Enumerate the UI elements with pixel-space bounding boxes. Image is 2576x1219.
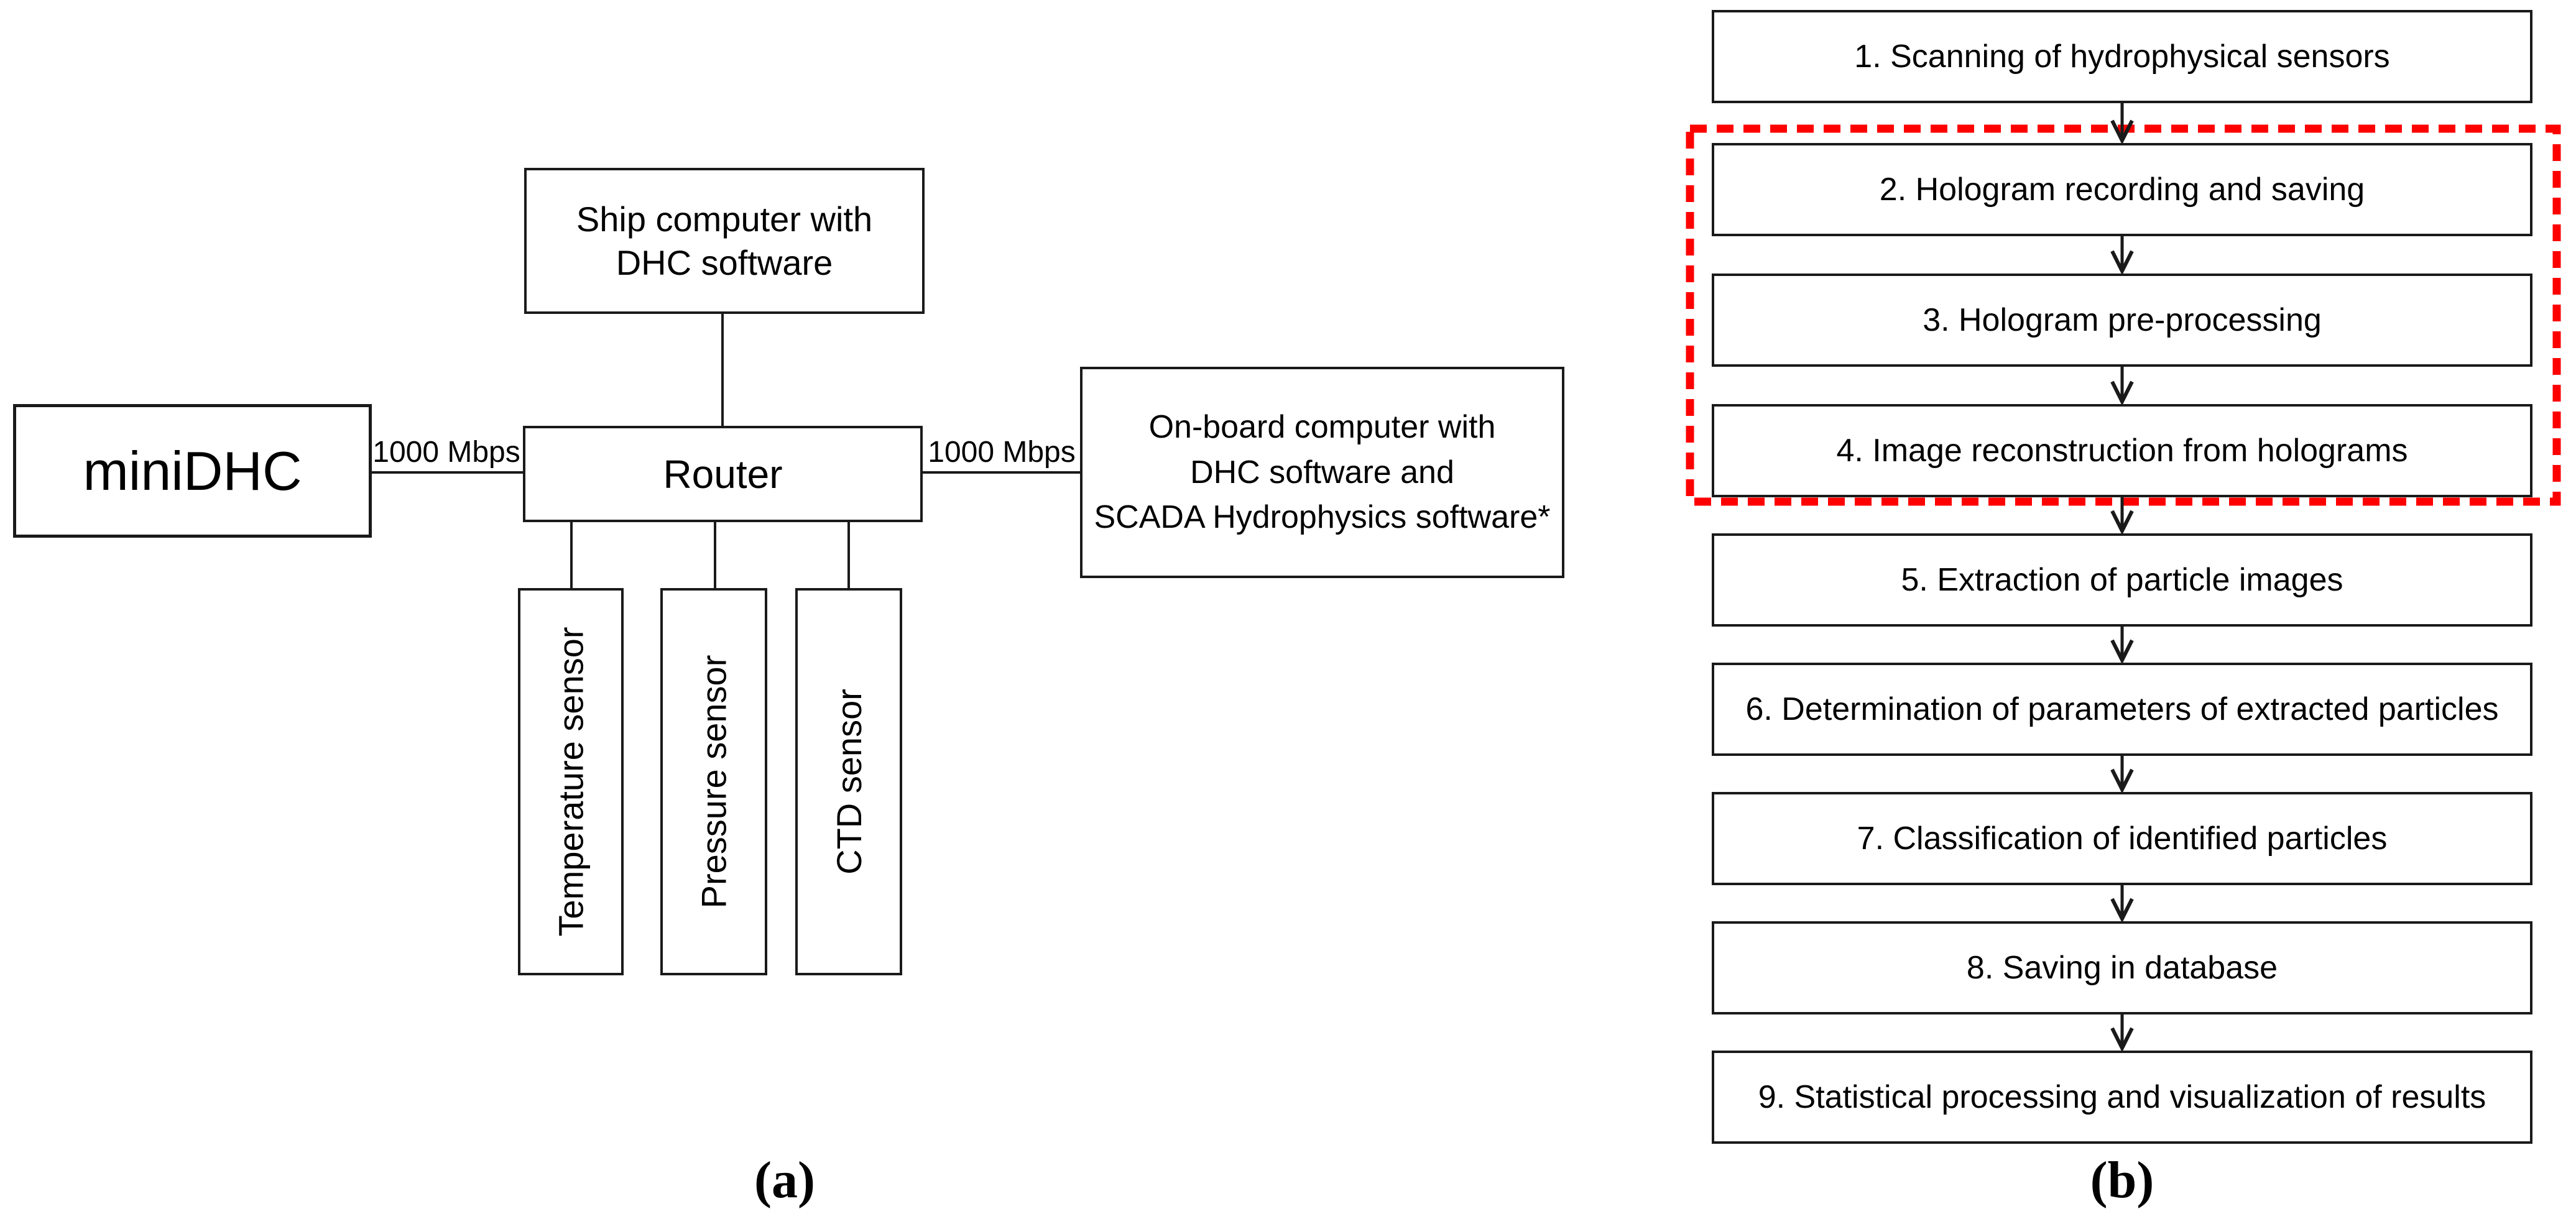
link-speed-label-left: 1000 Mbps bbox=[372, 436, 520, 469]
node-router: Router bbox=[523, 426, 923, 522]
connector-router-pressure-sensor bbox=[714, 522, 716, 588]
flow-step-box-6: 6. Determination of parameters of extrac… bbox=[1712, 663, 2532, 756]
flow-step-box-2: 2. Hologram recording and saving bbox=[1712, 143, 2532, 236]
flow-arrow-2-to-3 bbox=[2110, 236, 2134, 274]
flow-arrow-1-to-2 bbox=[2110, 103, 2134, 143]
node-router-label: Router bbox=[663, 451, 783, 497]
flow-step-box-7: 7. Classification of identified particle… bbox=[1712, 792, 2532, 885]
node-ctd-sensor: CTD sensor bbox=[795, 588, 902, 975]
node-minidhc-label: miniDHC bbox=[83, 439, 302, 502]
node-ship-computer-label: Ship computer with DHC software bbox=[576, 199, 873, 282]
flow-step-label-5: 5. Extraction of particle images bbox=[1901, 562, 2343, 598]
flow-step-label-7: 7. Classification of identified particle… bbox=[1857, 821, 2388, 857]
flow-arrow-4-to-5 bbox=[2110, 497, 2134, 533]
connector-ship-router bbox=[721, 314, 724, 426]
node-ship-computer: Ship computer with DHC software bbox=[524, 168, 925, 314]
node-temperature-sensor-label: Temperature sensor bbox=[551, 627, 591, 937]
caption-panel-a: (a) bbox=[754, 1151, 815, 1209]
flow-step-box-3: 3. Hologram pre-processing bbox=[1712, 274, 2532, 367]
flow-arrow-7-to-8 bbox=[2110, 885, 2134, 921]
flow-step-label-9: 9. Statistical processing and visualizat… bbox=[1758, 1079, 2486, 1115]
node-minidhc: miniDHC bbox=[13, 404, 372, 538]
flow-step-label-3: 3. Hologram pre-processing bbox=[1923, 302, 2322, 338]
flow-step-box-9: 9. Statistical processing and visualizat… bbox=[1712, 1051, 2532, 1144]
flow-step-label-2: 2. Hologram recording and saving bbox=[1879, 172, 2365, 208]
node-onboard-computer: On-board computer with DHC software and … bbox=[1080, 367, 1564, 578]
flow-step-box-8: 8. Saving in database bbox=[1712, 921, 2532, 1014]
flow-step-label-4: 4. Image reconstruction from holograms bbox=[1836, 433, 2408, 469]
flow-arrow-6-to-7 bbox=[2110, 756, 2134, 792]
node-ctd-sensor-label: CTD sensor bbox=[829, 689, 869, 875]
flow-arrow-5-to-6 bbox=[2110, 627, 2134, 663]
node-pressure-sensor-label: Pressure sensor bbox=[694, 655, 734, 909]
node-pressure-sensor: Pressure sensor bbox=[660, 588, 767, 975]
connector-router-onboard bbox=[923, 471, 1081, 474]
flow-step-box-1: 1. Scanning of hydrophysical sensors bbox=[1712, 10, 2532, 103]
connector-router-ctd-sensor bbox=[847, 522, 850, 588]
caption-panel-b: (b) bbox=[2090, 1151, 2154, 1209]
link-speed-label-right: 1000 Mbps bbox=[928, 436, 1076, 469]
node-temperature-sensor: Temperature sensor bbox=[518, 588, 624, 975]
node-onboard-computer-label: On-board computer with DHC software and … bbox=[1094, 408, 1551, 536]
flow-arrow-3-to-4 bbox=[2110, 367, 2134, 404]
connector-minidhc-router bbox=[372, 471, 524, 474]
connector-router-temperature-sensor bbox=[570, 522, 573, 588]
flow-step-box-4: 4. Image reconstruction from holograms bbox=[1712, 404, 2532, 497]
flow-step-label-1: 1. Scanning of hydrophysical sensors bbox=[1854, 39, 2390, 75]
flow-step-box-5: 5. Extraction of particle images bbox=[1712, 533, 2532, 627]
flow-arrow-8-to-9 bbox=[2110, 1014, 2134, 1051]
flow-step-label-8: 8. Saving in database bbox=[1966, 950, 2278, 986]
flow-step-label-6: 6. Determination of parameters of extrac… bbox=[1745, 691, 2499, 727]
